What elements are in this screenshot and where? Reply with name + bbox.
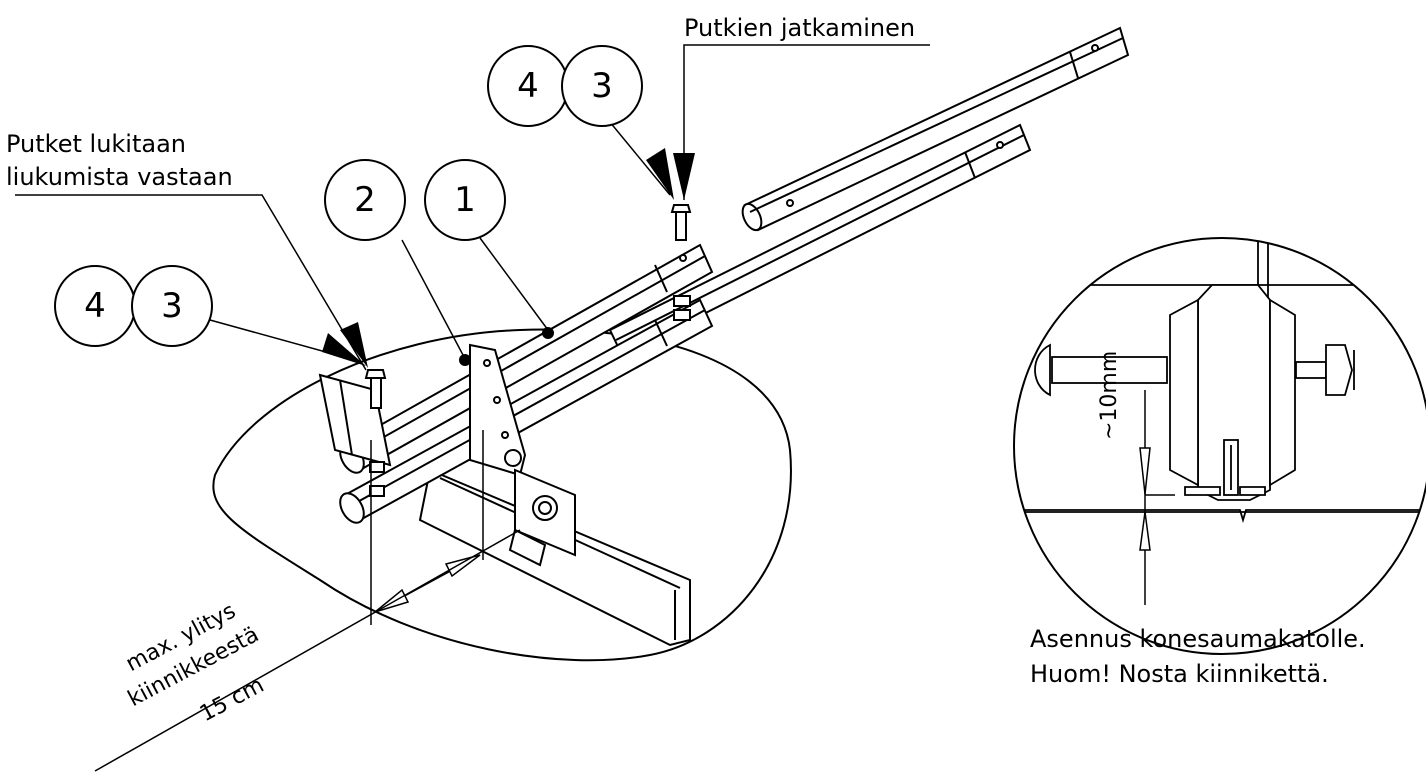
arrowhead-left-b — [322, 333, 366, 366]
balloon-number: 2 — [354, 180, 376, 220]
nuts — [369, 295, 691, 497]
label-detail-note-line1: Asennus konesaumakatolle. — [1030, 625, 1366, 653]
label-gap-dimension: ~10mm — [1097, 350, 1122, 440]
label-lock-line2: liukumista vastaan — [6, 163, 233, 191]
balloon-number: 3 — [591, 66, 613, 106]
label-lock-line1: Putket lukitaan — [6, 130, 186, 158]
label-pipe-extension: Putkien jatkaminen — [684, 14, 916, 42]
part-marker-1 — [542, 327, 554, 339]
bolt-top — [670, 204, 692, 241]
label-detail-note-line2: Huom! Nosta kiinnikettä. — [1030, 660, 1329, 688]
overhang-dimension — [94, 430, 521, 772]
roof-surface — [212, 328, 792, 662]
balloon-number: 3 — [161, 286, 183, 326]
balloon-number: 4 — [517, 66, 539, 106]
arrowhead-top-diag — [646, 148, 674, 200]
arrowhead-top — [673, 153, 695, 200]
balloons — [54, 45, 643, 347]
arrowhead-left-a — [340, 322, 368, 368]
tube-main-upper — [339, 243, 714, 474]
tube-upper-extension — [741, 26, 1130, 232]
detail-view — [1013, 237, 1426, 655]
bolt-left — [364, 369, 387, 409]
balloon-number: 1 — [454, 180, 476, 220]
tube-main-lower — [339, 298, 714, 524]
part-marker-2 — [459, 354, 471, 366]
balloon-number: 4 — [84, 286, 106, 326]
